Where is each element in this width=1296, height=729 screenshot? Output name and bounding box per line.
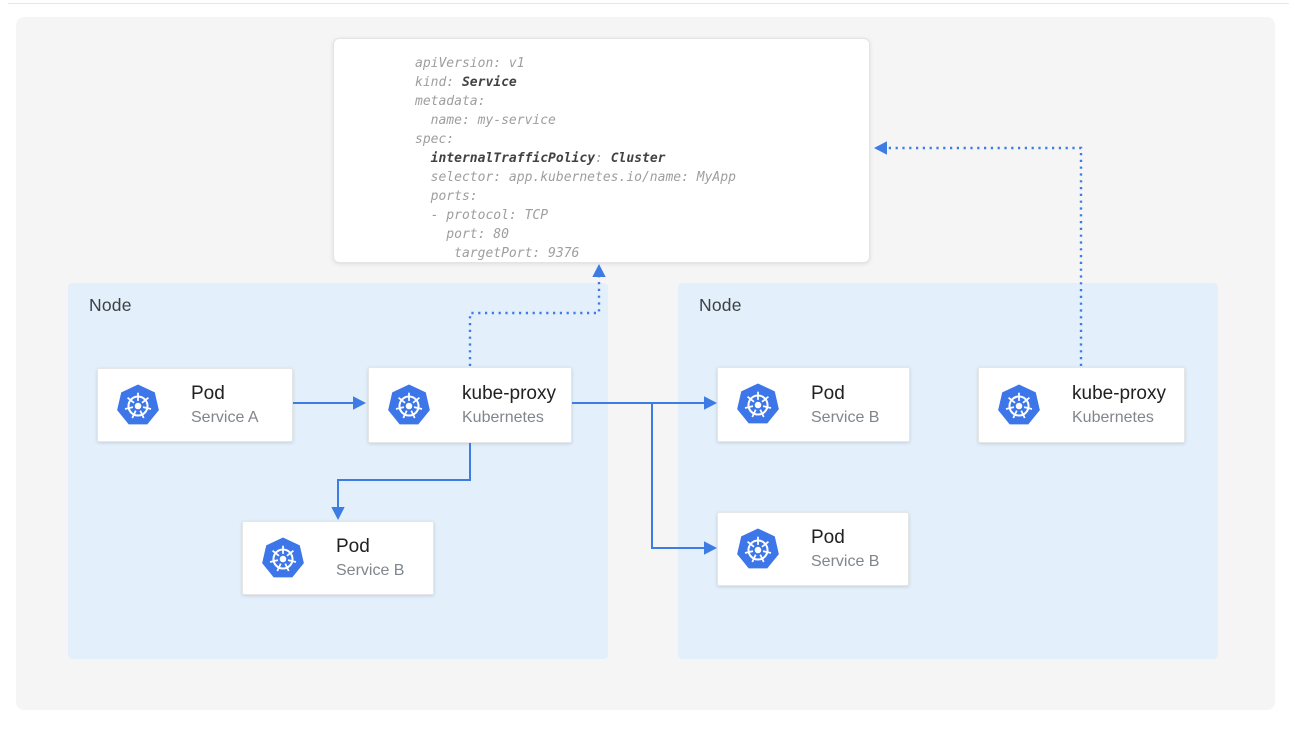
yaml-token: selector: app.kubernetes.io/name: MyApp (415, 170, 736, 185)
kubernetes-logo-icon (115, 383, 161, 428)
card-kube-proxy-left: kube-proxy Kubernetes (368, 367, 572, 443)
yaml-token: port: 80 (415, 227, 509, 242)
yaml-token: kind: (415, 75, 462, 90)
kubernetes-logo-icon (735, 527, 781, 572)
yaml-token: spec: (415, 132, 455, 147)
service-spec-box: apiVersion: v1 kind: Service metadata: nam… (333, 38, 870, 263)
card-title: Pod (336, 536, 370, 557)
card-subtitle: Service B (811, 408, 880, 426)
card-subtitle: Kubernetes (1072, 409, 1154, 426)
yaml-bold-token: Service (461, 75, 517, 90)
yaml-line: port: 80 (415, 225, 869, 244)
yaml-token (415, 151, 431, 166)
yaml-line: kind: Service (415, 73, 869, 92)
kubernetes-logo-icon (386, 383, 432, 428)
kubernetes-logo-icon (996, 383, 1042, 428)
node-right-label: Node (699, 295, 742, 315)
card-title: Pod (191, 383, 225, 404)
node-right: Node (678, 283, 1218, 659)
node-left: Node (68, 283, 608, 659)
yaml-code: apiVersion: v1 kind: Service metadata: nam… (415, 54, 869, 263)
card-subtitle: Service B (336, 562, 405, 579)
card-subtitle: Service A (191, 409, 259, 426)
card-kube-proxy-right: kube-proxy Kubernetes (978, 367, 1185, 443)
kubernetes-logo-icon (735, 382, 781, 427)
yaml-token: metadata: (415, 94, 486, 109)
yaml-line: ports: (415, 187, 869, 206)
yaml-line: targetPort: 9376 (415, 244, 869, 263)
card-title: Pod (811, 527, 845, 548)
yaml-line: internalTrafficPolicy: Cluster (415, 149, 869, 168)
card-pod-service-a: Pod Service A (97, 368, 293, 442)
yaml-bold-token: internalTrafficPolicy (430, 151, 596, 166)
yaml-token: ports: (415, 189, 478, 204)
yaml-token: - protocol: TCP (415, 208, 549, 223)
yaml-line: spec: (415, 130, 869, 149)
node-left-label: Node (89, 295, 132, 315)
yaml-line: name: my-service (415, 111, 869, 130)
yaml-token: targetPort: 9376 (415, 246, 580, 261)
yaml-token: name: my-service (415, 113, 556, 128)
card-title: Pod (811, 382, 845, 404)
kubernetes-logo-icon (260, 536, 306, 581)
card-title: kube-proxy (462, 383, 556, 404)
top-divider (8, 3, 1289, 4)
yaml-line: apiVersion: v1 (415, 54, 869, 73)
yaml-token: apiVersion: v1 (415, 56, 525, 71)
yaml-token: : (595, 151, 611, 166)
card-pod-service-b-left: Pod Service B (242, 521, 434, 595)
card-title: kube-proxy (1072, 383, 1166, 404)
yaml-line: metadata: (415, 92, 869, 111)
card-subtitle: Kubernetes (462, 409, 544, 426)
yaml-line: selector: app.kubernetes.io/name: MyApp (415, 168, 869, 187)
yaml-bold-token: Cluster (610, 151, 666, 166)
card-pod-service-b-right-bottom: Pod Service B (717, 512, 909, 586)
yaml-line: - protocol: TCP (415, 206, 869, 225)
card-subtitle: Service B (811, 553, 880, 570)
card-pod-service-b-right-top: Pod Service B (717, 367, 910, 442)
